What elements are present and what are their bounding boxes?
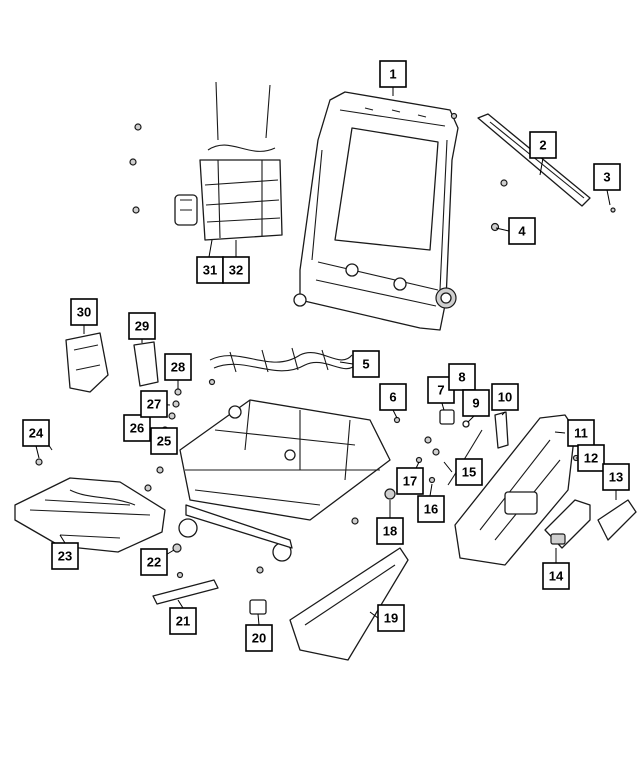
callout-19-label: 19 xyxy=(384,611,398,626)
callout-2: 2 xyxy=(529,131,557,159)
callout-6-label: 6 xyxy=(389,390,396,405)
callout-1-label: 1 xyxy=(389,67,396,82)
callout-26-label: 26 xyxy=(130,421,144,436)
callout-5-label: 5 xyxy=(362,357,369,372)
clip xyxy=(249,599,267,615)
left-seat-shield xyxy=(65,332,109,393)
callout-10: 10 xyxy=(491,383,519,411)
callout-31-label: 31 xyxy=(203,263,217,278)
callout-22-label: 22 xyxy=(147,555,161,570)
callout-4-label: 4 xyxy=(518,224,526,239)
callout-8-label: 8 xyxy=(458,370,465,385)
callout-29-label: 29 xyxy=(135,319,149,334)
seat-back-frame xyxy=(293,91,459,331)
callout-32-label: 32 xyxy=(229,263,243,278)
callout-22: 22 xyxy=(140,548,168,576)
switch-bezel xyxy=(544,499,591,549)
callout-4: 4 xyxy=(508,217,536,245)
callout-11: 11 xyxy=(567,419,595,447)
callout-21-label: 21 xyxy=(176,614,190,629)
callout-28-label: 28 xyxy=(171,360,185,375)
callout-3: 3 xyxy=(593,163,621,191)
callout-25-label: 25 xyxy=(157,434,171,449)
callout-28: 28 xyxy=(164,353,192,381)
callout-16: 16 xyxy=(417,495,445,523)
callout-23-label: 23 xyxy=(58,549,72,564)
callout-18: 18 xyxy=(376,517,404,545)
recliner-handle xyxy=(597,499,637,541)
callout-5: 5 xyxy=(352,350,380,378)
inner-seat-shield xyxy=(289,547,409,661)
callout-27-label: 27 xyxy=(147,397,161,412)
trim-bar xyxy=(477,113,591,207)
callout-16-label: 16 xyxy=(424,502,438,517)
callout-15-label: 15 xyxy=(462,465,476,480)
callout-11-label: 11 xyxy=(574,426,588,441)
lumbar-support-assembly xyxy=(174,81,283,241)
callout-20-label: 20 xyxy=(252,631,266,646)
seat-adjuster-frame xyxy=(178,399,391,562)
callout-3-label: 3 xyxy=(603,170,610,185)
callout-1: 1 xyxy=(379,60,407,88)
callout-21: 21 xyxy=(169,607,197,635)
callout-6: 6 xyxy=(379,383,407,411)
callout-19: 19 xyxy=(377,604,405,632)
bracket xyxy=(133,341,159,387)
outer-seat-shield xyxy=(454,414,576,566)
callout-24-label: 24 xyxy=(29,426,44,441)
callout-30-label: 30 xyxy=(77,305,91,320)
callout-2-label: 2 xyxy=(539,138,546,153)
callout-13-label: 13 xyxy=(609,470,623,485)
callout-31: 31 xyxy=(196,256,224,284)
callout-20: 20 xyxy=(245,624,273,652)
callout-9: 9 xyxy=(462,389,490,417)
callout-17: 17 xyxy=(396,467,424,495)
callout-9-label: 9 xyxy=(472,396,479,411)
callout-29: 29 xyxy=(128,312,156,340)
callout-24: 24 xyxy=(22,419,50,447)
callout-18-label: 18 xyxy=(383,524,397,539)
callout-7-label: 7 xyxy=(437,383,444,398)
callout-14-label: 14 xyxy=(549,569,564,584)
seat-springs xyxy=(209,347,357,373)
callout-17-label: 17 xyxy=(403,474,417,489)
callout-30: 30 xyxy=(70,298,98,326)
callout-12: 12 xyxy=(577,444,605,472)
callout-15: 15 xyxy=(455,458,483,486)
support-bracket xyxy=(152,579,219,605)
seat-pan xyxy=(14,477,166,553)
callout-14: 14 xyxy=(542,562,570,590)
callout-32: 32 xyxy=(222,256,250,284)
callout-27: 27 xyxy=(140,390,168,418)
callout-25: 25 xyxy=(150,427,178,455)
callout-26: 26 xyxy=(123,414,151,442)
callout-23: 23 xyxy=(51,542,79,570)
callout-13: 13 xyxy=(602,463,630,491)
callout-12-label: 12 xyxy=(584,451,598,466)
callout-10-label: 10 xyxy=(498,390,512,405)
callout-8: 8 xyxy=(448,363,476,391)
